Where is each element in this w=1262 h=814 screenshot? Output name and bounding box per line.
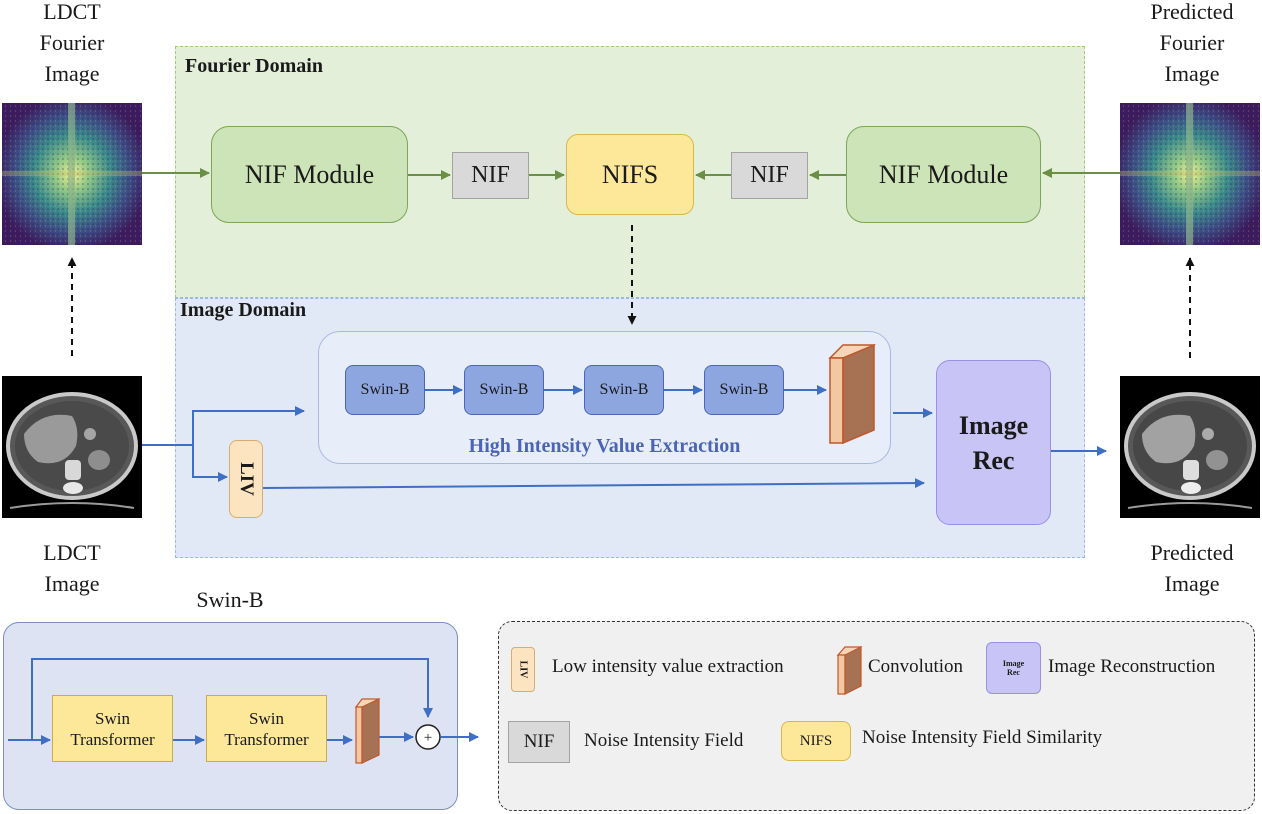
caption-line: Fourier [1159,30,1225,55]
swin-transformer-block-1: Swin Transformer [52,695,173,762]
nif-module-left: NIF Module [211,126,408,223]
legend-rec-text: Image Reconstruction [1048,656,1216,677]
conv-block-swin-b [354,698,381,764]
nif-box-right: NIF [731,152,808,199]
caption-line: LDCT [43,0,101,24]
fourier-spectrum-graphic [2,103,142,245]
fourier-arrows [142,168,1120,180]
arrow-skip-connection [31,658,433,740]
sum-symbol: + [424,730,432,746]
nif-module-right: NIF Module [846,126,1041,223]
caption-line: Image [1164,571,1220,596]
swin-transformer-line: Swin [249,708,284,728]
legend-rec-icon-line: Image [1002,659,1025,668]
arrow-ldct-to-hive [142,406,305,446]
caption-line: Fourier [39,30,105,55]
ct-scan-graphic [1124,392,1256,509]
ldct-image [2,376,142,518]
legend-conv-icon [836,646,863,695]
conv-block-main [828,343,876,445]
fourier-spectrum-graphic [1120,103,1260,245]
legend-nifs-text: Noise Intensity Field Similarity [862,727,1103,748]
swin-b-detail-arrows [8,658,479,745]
ldct-fourier-image [2,103,142,245]
legend-liv-icon: LIV [511,647,535,692]
swin-b-block-1: Swin-B [345,365,425,415]
high-intensity-label: High Intensity Value Extraction [468,434,741,457]
legend-nifs-icon: NIFS [781,721,851,761]
image-rec-block: Image Rec [936,360,1051,525]
predicted-fourier-caption: Predicted Fourier Image [1122,0,1262,89]
legend-panel [498,621,1255,811]
swin-transformer-line: Swin [95,708,130,728]
predicted-image [1120,376,1260,518]
caption-line: Predicted [1150,540,1234,565]
image-rec-line: Image [958,410,1029,440]
liv-block: LIV [229,440,263,518]
predicted-fourier-image [1120,103,1260,245]
image-domain-arrows [142,385,1107,489]
arrow-ldct-to-liv [192,445,228,482]
ldct-fourier-caption: LDCT Fourier Image [12,0,132,89]
arrow-liv-to-image-rec [262,478,925,489]
swin-b-block-2: Swin-B [464,365,544,415]
legend-rec-icon-line: Rec [1007,668,1020,677]
caption-line: Image [44,571,100,596]
nif-box-left: NIF [452,152,529,199]
legend-nif-text: Noise Intensity Field [584,730,744,751]
legend-liv-text: Low intensity value extraction [552,656,784,677]
legend-conv-text: Convolution [868,656,964,677]
predicted-image-caption: Predicted Image [1122,537,1262,599]
caption-line: Predicted [1150,0,1234,24]
image-domain-title: Image Domain [180,299,307,321]
legend-nif-icon: NIF [508,721,570,763]
swin-b-detail-title: Swin-B [196,587,264,612]
swin-transformer-line: Transformer [70,729,155,749]
ct-scan-graphic [6,392,138,509]
sum-node: + [415,724,441,750]
caption-line: Image [1164,61,1220,86]
caption-line: LDCT [43,540,101,565]
dashed-arrows [67,225,1195,358]
caption-line: Image [44,61,100,86]
legend-rec-icon: Image Rec [986,642,1041,694]
swin-b-block-3: Swin-B [584,365,664,415]
swin-b-block-4: Swin-B [704,365,784,415]
ldct-image-caption: LDCT Image [12,537,132,599]
swin-transformer-block-2: Swin Transformer [206,695,327,762]
nifs-box: NIFS [566,134,694,215]
fourier-domain-title: Fourier Domain [185,55,323,77]
swin-transformer-line: Transformer [224,729,309,749]
image-rec-line: Rec [972,445,1015,475]
